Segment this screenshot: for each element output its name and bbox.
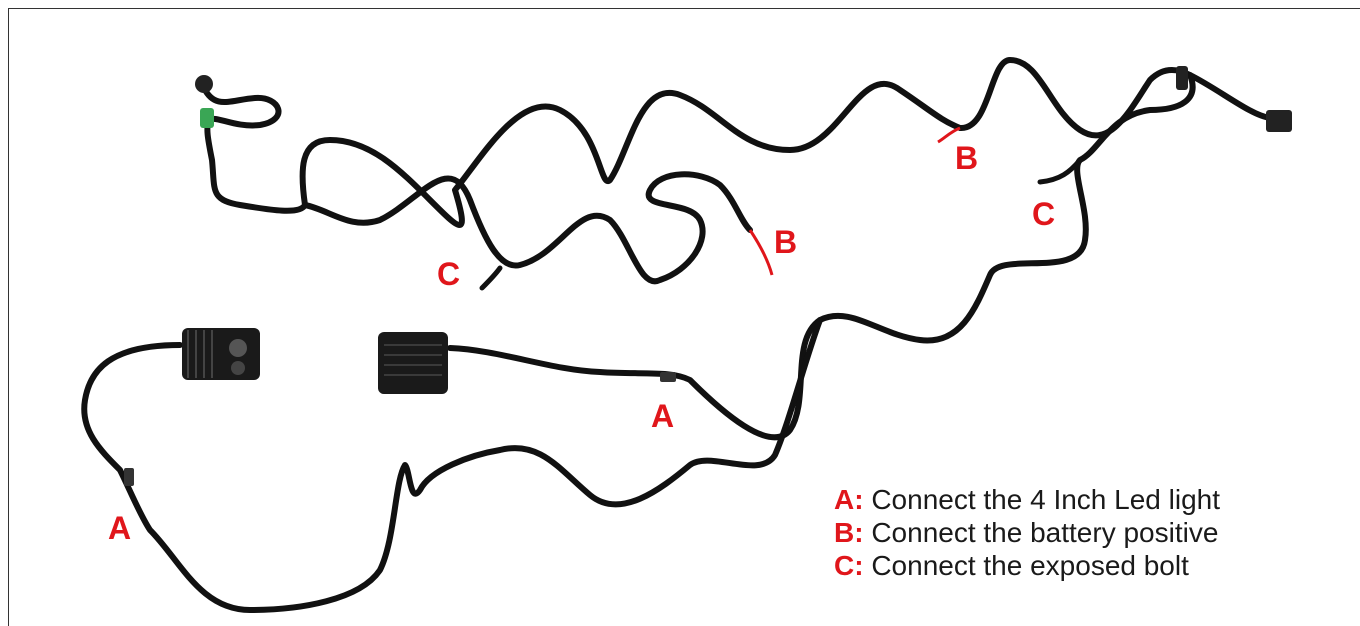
label-c-right: C xyxy=(1032,196,1056,232)
legend-item-a: A: Connect the 4 Inch Led light xyxy=(834,483,1220,516)
legend-item-c: C: Connect the exposed bolt xyxy=(834,549,1220,582)
label-b-top: B xyxy=(955,140,979,176)
label-b-center: B xyxy=(774,224,798,260)
branch-c-left xyxy=(302,171,753,285)
legend-item-b: B: Connect the battery positive xyxy=(834,516,1220,549)
legend-text: Connect the battery positive xyxy=(863,517,1219,548)
legend-text: Connect the 4 Inch Led light xyxy=(863,484,1221,515)
legend-text: Connect the exposed bolt xyxy=(863,550,1189,581)
connector-a-left xyxy=(124,468,134,486)
legend-key: A: xyxy=(834,484,864,515)
positive-wire-1 xyxy=(748,229,774,276)
led-light-pod-2 xyxy=(378,332,448,394)
ground-wire-right xyxy=(1037,157,1083,185)
led-light-pod-1 xyxy=(182,328,260,380)
legend-key: C: xyxy=(834,550,864,581)
ground-wire-left xyxy=(479,265,503,291)
switch-icon xyxy=(195,75,213,93)
main-harness-upper xyxy=(299,57,1273,228)
plug-connector xyxy=(1266,110,1292,132)
label-a-left: A xyxy=(108,510,132,546)
label-a-right: A xyxy=(651,398,675,434)
positive-wire-2 xyxy=(937,126,961,144)
label-c-left: C xyxy=(437,256,461,292)
image-frame xyxy=(8,8,1360,626)
green-connector xyxy=(200,108,214,128)
switch-lead xyxy=(201,85,308,214)
main-harness-lower xyxy=(81,317,823,613)
connector-a-right xyxy=(660,372,676,382)
legend-key: B: xyxy=(834,517,864,548)
legend: A: Connect the 4 Inch Led light B: Conne… xyxy=(834,483,1220,582)
splitter-connector xyxy=(1176,66,1188,90)
